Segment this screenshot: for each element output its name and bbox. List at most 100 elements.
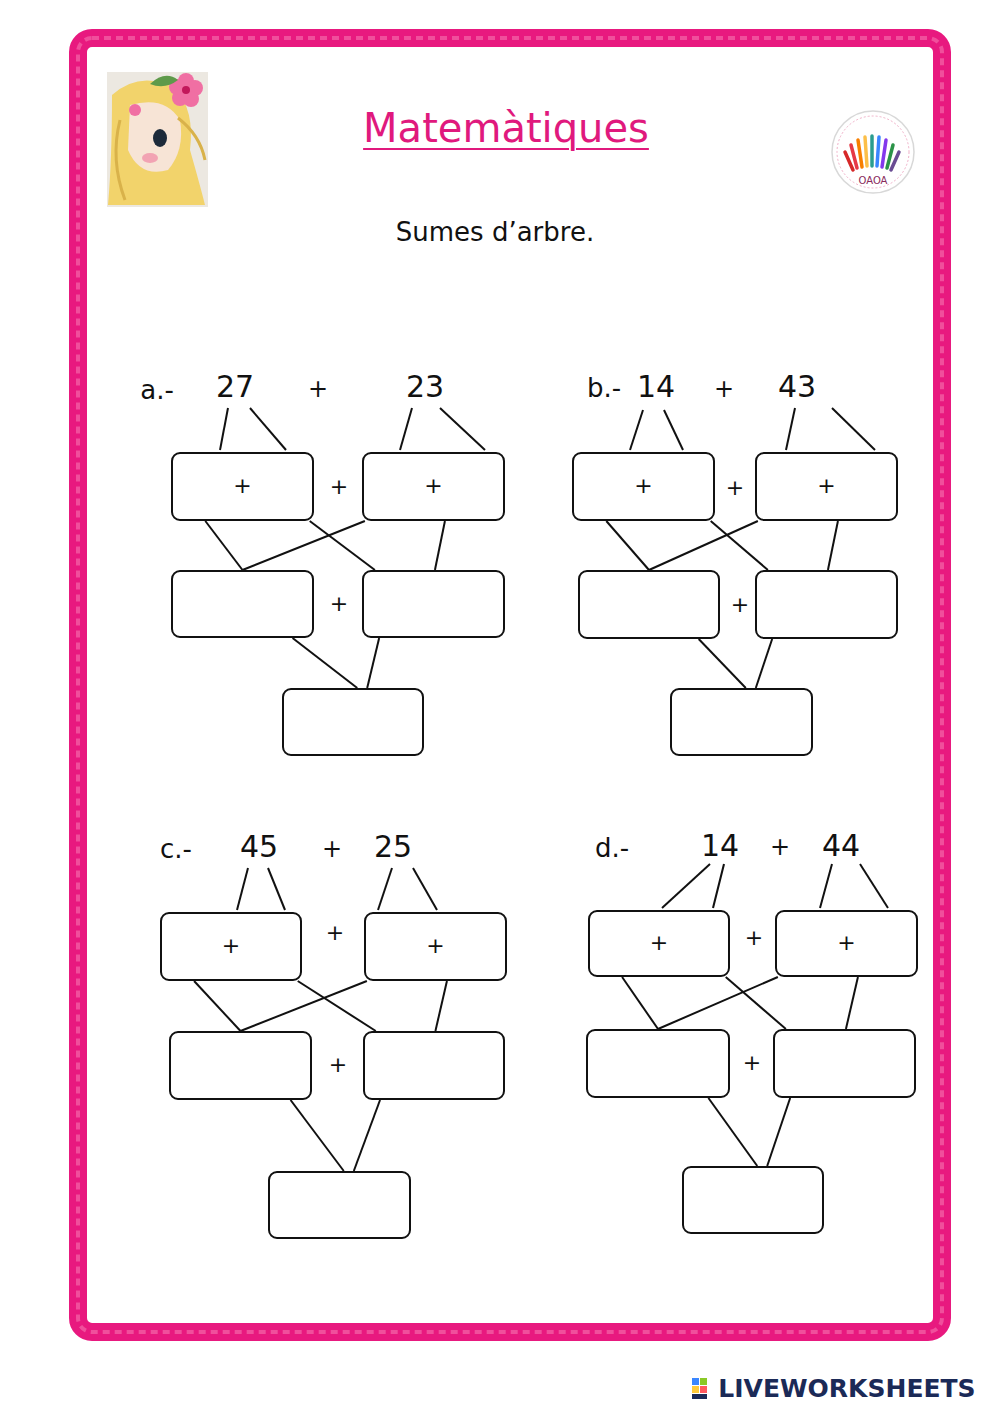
- answer-box: [268, 1171, 411, 1239]
- answer-box: [169, 1031, 312, 1100]
- answer-box: [773, 1029, 916, 1098]
- addend-box: +: [364, 912, 507, 981]
- tree-branch: [298, 981, 376, 1031]
- page-frame: [78, 38, 942, 1332]
- plus-sign: +: [726, 476, 744, 500]
- tree-branch: [767, 1098, 790, 1166]
- leader-line: [786, 408, 795, 450]
- box-text: +: [634, 474, 652, 498]
- girl-illustration: [107, 72, 208, 207]
- box-text: +: [650, 931, 668, 955]
- plus-sign: +: [743, 1051, 761, 1075]
- number: 45: [240, 830, 278, 863]
- plus-sign: +: [326, 921, 344, 945]
- addend-box: +: [572, 452, 715, 521]
- addend-box: +: [160, 912, 302, 981]
- leader-line: [820, 864, 832, 908]
- plus-sign: +: [731, 593, 749, 617]
- leader-line: [400, 408, 412, 450]
- leader-line: [662, 864, 710, 908]
- tree-branch: [726, 977, 786, 1029]
- number: 25: [374, 830, 412, 863]
- number: 14: [701, 829, 739, 862]
- plus-sign: +: [308, 376, 328, 402]
- number: 27: [216, 370, 254, 403]
- tree-branch: [354, 1100, 380, 1171]
- number: 44: [822, 829, 860, 862]
- tree-branch: [205, 521, 242, 570]
- logo-text: OAOA: [859, 175, 888, 186]
- plus-sign: +: [322, 836, 342, 862]
- tree-branch: [293, 638, 358, 688]
- tree-branch: [622, 977, 658, 1029]
- box-text: +: [424, 474, 442, 498]
- number: 23: [406, 370, 444, 403]
- leader-line: [832, 408, 875, 450]
- leader-line: [664, 410, 683, 450]
- leader-line: [378, 868, 392, 910]
- leader-line: [713, 864, 724, 908]
- tree-branch: [291, 1100, 344, 1171]
- tree-branch: [606, 521, 649, 570]
- tree-branch: [708, 1098, 757, 1166]
- answer-box: [171, 570, 314, 638]
- addend-box: +: [171, 452, 314, 521]
- box-text: +: [837, 931, 855, 955]
- leader-line: [268, 868, 285, 910]
- tree-branch: [649, 521, 758, 570]
- liveworksheets-icon: [692, 1378, 707, 1399]
- tree-branch: [194, 981, 240, 1031]
- exercise-letter: b.-: [587, 374, 621, 403]
- addend-box: +: [755, 452, 898, 521]
- addend-box: +: [362, 452, 505, 521]
- plus-sign: +: [770, 834, 790, 860]
- box-text: +: [426, 934, 444, 958]
- box-text: +: [817, 474, 835, 498]
- number: 43: [778, 370, 816, 403]
- tree-branch: [658, 977, 778, 1029]
- answer-box: [755, 570, 898, 639]
- answer-box: [670, 688, 813, 756]
- box-text: +: [233, 474, 251, 498]
- answer-box: [362, 570, 505, 638]
- tree-branch: [699, 639, 746, 688]
- addend-box: +: [775, 910, 918, 977]
- answer-box: [586, 1029, 730, 1098]
- answer-box: [578, 570, 720, 639]
- plus-sign: +: [330, 592, 348, 616]
- tree-branch: [310, 521, 375, 570]
- answer-box: [682, 1166, 824, 1234]
- leader-line: [413, 868, 437, 910]
- oaoa-logo: [832, 111, 914, 193]
- tree-branch: [435, 521, 445, 570]
- answer-box: [363, 1031, 505, 1100]
- plus-sign: +: [330, 475, 348, 499]
- tree-branch: [756, 639, 772, 688]
- frame-texture: [78, 38, 942, 1332]
- watermark: LIVEWORKSHEETS: [718, 1375, 975, 1403]
- tree-branch: [828, 521, 838, 570]
- exercise-letter: d.-: [595, 834, 629, 863]
- answer-box: [282, 688, 424, 756]
- tree-branch: [367, 638, 379, 688]
- tree-branch: [846, 977, 858, 1029]
- plus-sign: +: [329, 1053, 347, 1077]
- plus-sign: +: [745, 926, 763, 950]
- exercise-letter: c.-: [160, 835, 192, 864]
- plus-sign: +: [714, 376, 734, 402]
- addend-box: +: [588, 910, 730, 977]
- leader-line: [237, 868, 248, 910]
- leader-line: [250, 408, 286, 450]
- subtitle: Sumes d’arbre.: [396, 218, 594, 247]
- leader-line: [440, 408, 485, 450]
- tree-branch: [435, 981, 447, 1031]
- tree-branch: [243, 521, 365, 570]
- tree-branch: [241, 981, 367, 1031]
- leader-line: [220, 408, 228, 450]
- leader-line: [860, 864, 888, 908]
- page-title: Matemàtiques: [363, 105, 649, 151]
- exercise-letter: a.-: [140, 376, 174, 405]
